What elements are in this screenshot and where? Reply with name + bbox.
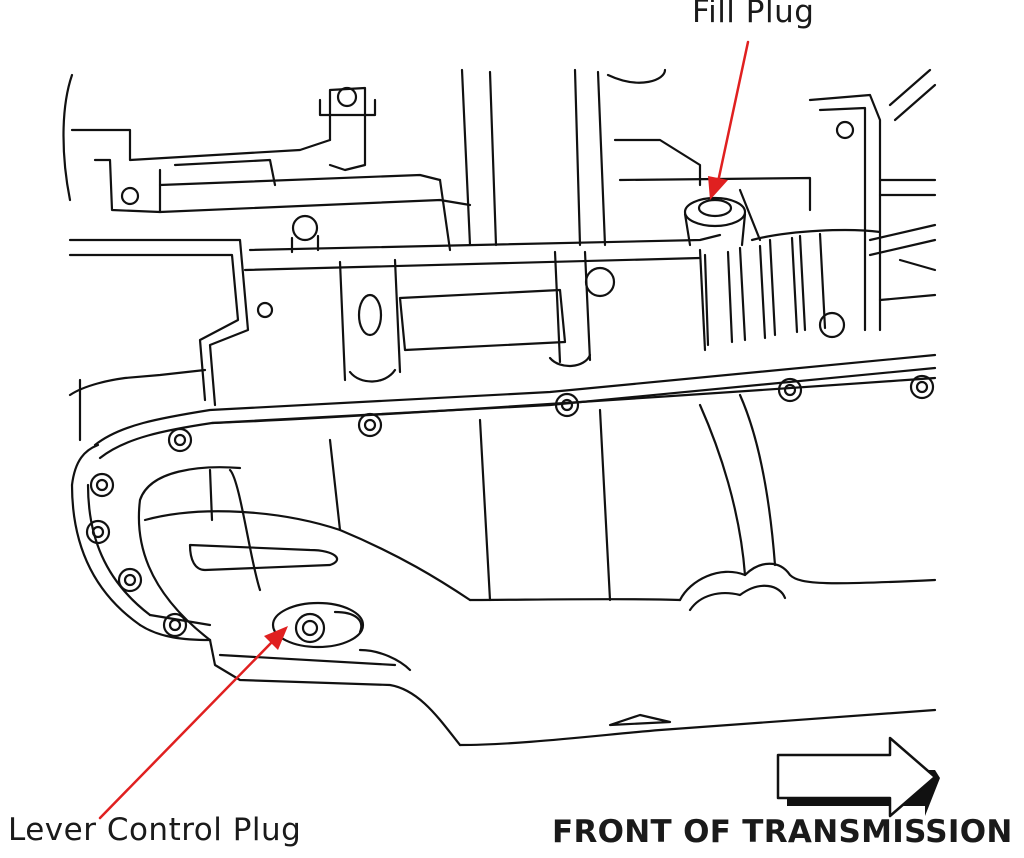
flange-bolts [85, 374, 935, 638]
lever-control-plug-label: Lever Control Plug [8, 812, 302, 848]
front-of-transmission-label: FRONT OF TRANSMISSION [552, 814, 1013, 850]
fill-plug-callout-arrow [708, 40, 750, 200]
lever-control-plug-callout-arrow [98, 626, 288, 820]
fill-plug-label: Fill Plug [692, 0, 815, 30]
transmission-case [62, 68, 937, 442]
front-direction-arrow-icon [776, 736, 940, 818]
oil-pan [137, 393, 937, 747]
pan-flange [70, 353, 937, 642]
